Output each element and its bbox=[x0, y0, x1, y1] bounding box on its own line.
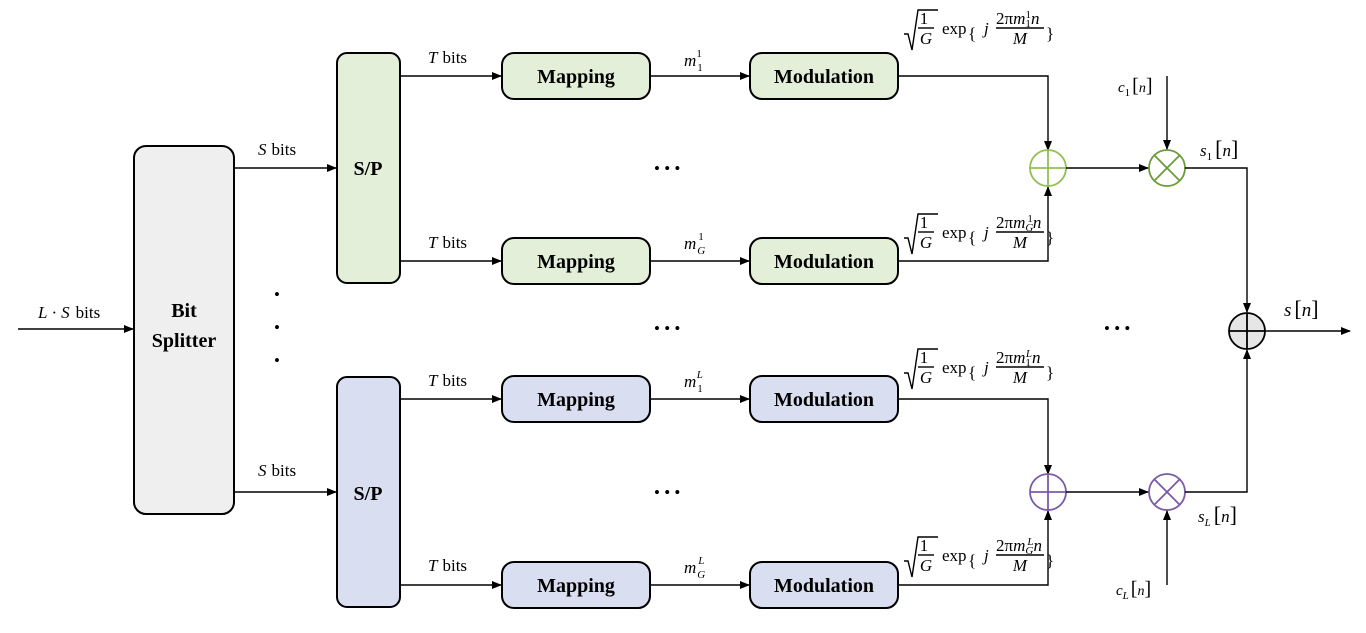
svg-text:}: } bbox=[1046, 24, 1054, 43]
svg-text:M: M bbox=[1012, 233, 1028, 252]
adder-icon-group1 bbox=[1029, 149, 1067, 187]
svg-text:exp: exp bbox=[942, 358, 967, 377]
branch-output-label-1: s1[n] bbox=[1200, 136, 1238, 163]
mapping-block-gL-1-label: Mapping bbox=[537, 389, 615, 411]
branch-out-line-L bbox=[1185, 349, 1251, 493]
mod-out-line-gL-G bbox=[898, 510, 1052, 586]
svg-text:G: G bbox=[920, 29, 932, 48]
formula-g1-1: 1 G exp { j 2πm11n M } bbox=[904, 9, 1054, 51]
formula-gL-1: 1 G exp { j 2πm1Ln M } bbox=[904, 348, 1054, 390]
svg-text:M: M bbox=[1012, 556, 1028, 575]
svg-text:j: j bbox=[982, 546, 989, 565]
modulation-block-gL-1-label: Modulation bbox=[774, 389, 874, 411]
vertical-dots-2: • bbox=[274, 318, 280, 337]
svg-text:G: G bbox=[920, 556, 932, 575]
svg-text:{: { bbox=[968, 24, 976, 43]
svg-text:}: } bbox=[1046, 363, 1054, 382]
svg-text:2πmG1n: 2πmG1n bbox=[996, 213, 1041, 234]
sp-block-1-label: S/P bbox=[354, 158, 383, 180]
symbol-label-g1-1: m11 bbox=[684, 48, 702, 74]
branch-out-line-1 bbox=[1185, 167, 1251, 313]
code-label-1: c1[n] bbox=[1118, 75, 1153, 99]
final-adder-icon bbox=[1228, 312, 1266, 350]
symbol-label-gL-G: mGL bbox=[684, 555, 705, 581]
mapping-block-g1-1-label: Mapping bbox=[537, 66, 615, 88]
svg-text:j: j bbox=[982, 223, 989, 242]
svg-text:}: } bbox=[1046, 551, 1054, 570]
svg-text:}: } bbox=[1046, 228, 1054, 247]
horizontal-dots-right: • • • bbox=[1104, 319, 1130, 338]
horizontal-dots-g1: • • • bbox=[654, 159, 680, 178]
adder-icon-group2 bbox=[1029, 473, 1067, 511]
mod-out-line-gL-1 bbox=[898, 398, 1052, 475]
formula-gL-G: 1 G exp { j 2πmGLn M } bbox=[904, 536, 1054, 578]
svg-text:1: 1 bbox=[920, 9, 929, 28]
symbol-label-g1-G: mG1 bbox=[684, 231, 705, 257]
svg-text:exp: exp bbox=[942, 546, 967, 565]
bit-splitter-label-line1: Bit bbox=[171, 300, 197, 322]
svg-text:exp: exp bbox=[942, 223, 967, 242]
mapping-block-g1-G-label: Mapping bbox=[537, 251, 615, 273]
svg-text:M: M bbox=[1012, 29, 1028, 48]
bit-splitter-label-line2: Splitter bbox=[152, 330, 217, 352]
sp-block-2 bbox=[336, 376, 401, 608]
modulation-block-gL-G-label: Modulation bbox=[774, 575, 874, 597]
symbol-label-gL-1: m1L bbox=[684, 369, 703, 395]
modulation-block-g1-G-label: Modulation bbox=[774, 251, 874, 273]
multiplier-icon-group2 bbox=[1148, 473, 1186, 511]
svg-text:2πm11n: 2πm11n bbox=[996, 9, 1039, 30]
svg-text:{: { bbox=[968, 363, 976, 382]
branch-output-label-L: sL[n] bbox=[1198, 502, 1237, 529]
mapping-block-gL-G-label: Mapping bbox=[537, 575, 615, 597]
modulation-block-g1-1-label: Modulation bbox=[774, 66, 874, 88]
bit-splitter-block bbox=[133, 145, 235, 515]
horizontal-dots-gL: • • • bbox=[654, 483, 680, 502]
svg-text:1: 1 bbox=[920, 213, 929, 232]
svg-text:G: G bbox=[920, 233, 932, 252]
multiplier-icon-group1 bbox=[1148, 149, 1186, 187]
svg-text:2πm1Ln: 2πm1Ln bbox=[996, 348, 1041, 369]
svg-text:{: { bbox=[968, 551, 976, 570]
formula-g1-G: 1 G exp { j 2πmG1n M } bbox=[904, 213, 1054, 255]
svg-text:{: { bbox=[968, 228, 976, 247]
svg-text:G: G bbox=[920, 368, 932, 387]
sp-block-1 bbox=[336, 52, 401, 284]
output-label: s[n] bbox=[1284, 296, 1319, 321]
svg-text:2πmGLn: 2πmGLn bbox=[996, 536, 1042, 557]
code-label-L: cL[n] bbox=[1116, 578, 1151, 602]
horizontal-dots-mid: • • • bbox=[654, 319, 680, 338]
vertical-dots-3: • bbox=[274, 351, 280, 370]
svg-text:exp: exp bbox=[942, 19, 967, 38]
svg-text:1: 1 bbox=[920, 536, 929, 555]
mod-out-line-g1-1 bbox=[898, 75, 1052, 151]
svg-text:M: M bbox=[1012, 368, 1028, 387]
mod-out-line-g1-G bbox=[898, 186, 1052, 262]
sp-block-2-label: S/P bbox=[354, 483, 383, 505]
vertical-dots: • bbox=[274, 285, 280, 304]
svg-text:j: j bbox=[982, 358, 989, 377]
svg-text:1: 1 bbox=[920, 348, 929, 367]
svg-text:j: j bbox=[982, 19, 989, 38]
